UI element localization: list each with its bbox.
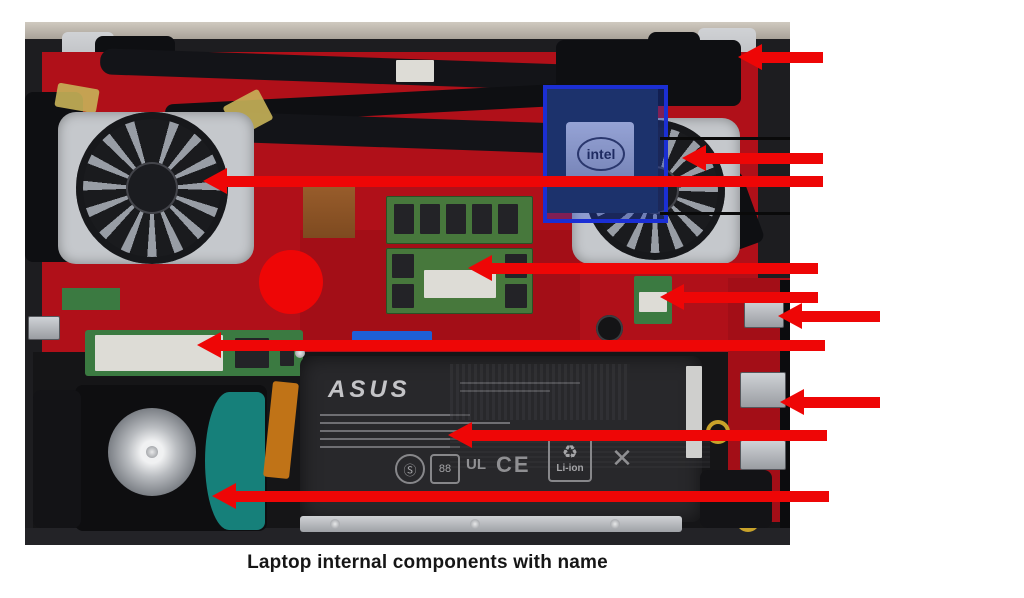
arrow-cpu-cooling-fan [682,145,823,171]
battery-dot-matrix [450,364,630,420]
chassis-top-edge [25,22,790,39]
arrow-wifi-card [660,284,818,310]
left-fan-hub [126,162,178,214]
arrow-hard-drive [212,483,829,509]
bracket-screw-1 [330,519,340,529]
s-mark-icon: Ⓢ [395,454,425,484]
cmos-coin-cell [596,315,623,342]
highlight-box-cpu [543,85,668,223]
hdd-spindle-screw [146,446,158,458]
ram-module-upper [386,196,533,244]
intel-logo: intel [577,137,625,171]
arrow-side-port-lower [780,389,880,415]
leader-line-1 [660,137,790,140]
copper-heatsink [303,182,355,238]
caption: Laptop internal components with name [247,552,608,573]
kc-mark-icon: 88 [430,454,460,484]
intel-logo-text: intel [586,146,616,162]
li-ion-text: Li-ion [556,463,584,474]
qr-label [396,60,434,82]
battery-brand-logo: ASUS [328,376,411,403]
arrow-m2-ssd [197,332,825,358]
m2-ssd [85,330,303,376]
ul-mark: UL [466,456,486,473]
arrow-right-hinge [738,44,823,70]
arrow-battery [448,422,827,448]
cpu-chip: intel [566,122,634,184]
ce-mark: CE [496,452,531,477]
ssd-screw [295,348,305,358]
left-usb-port [28,316,60,340]
recycle-glyph: ♻ [561,442,579,462]
bracket-screw-3 [610,519,620,529]
arrow-side-port-upper [778,303,880,329]
bottom-bracket [300,516,682,532]
chassis-bottom-edge [25,528,790,545]
bracket-screw-2 [470,519,480,529]
left-small-pcb [62,288,120,310]
arrow-left-cooling-fan [203,168,823,194]
crossed-bin-icon: ✕ [611,442,633,473]
hdmi-port [740,372,786,408]
left-speaker [33,390,81,528]
arrow-ram-memory [468,255,818,281]
leader-line-2 [660,212,790,215]
highlight-circle-motherboard-spot [259,250,323,314]
